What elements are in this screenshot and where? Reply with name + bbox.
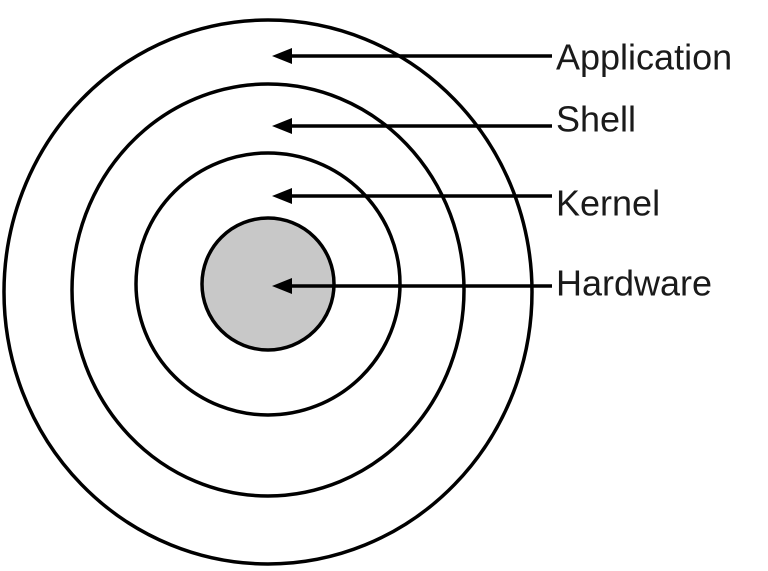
kernel-ring [134,151,402,417]
shell-ring [70,82,466,498]
shell-label: Shell [556,99,636,140]
application-arrow [272,48,552,64]
kernel-arrow [272,188,552,204]
kernel-label: Kernel [556,183,660,224]
hardware-core [200,216,336,352]
shell-arrow [272,118,552,134]
application-ring [2,18,534,566]
hardware-label: Hardware [556,263,712,304]
hardware-arrow [272,278,552,294]
application-label: Application [556,37,732,78]
